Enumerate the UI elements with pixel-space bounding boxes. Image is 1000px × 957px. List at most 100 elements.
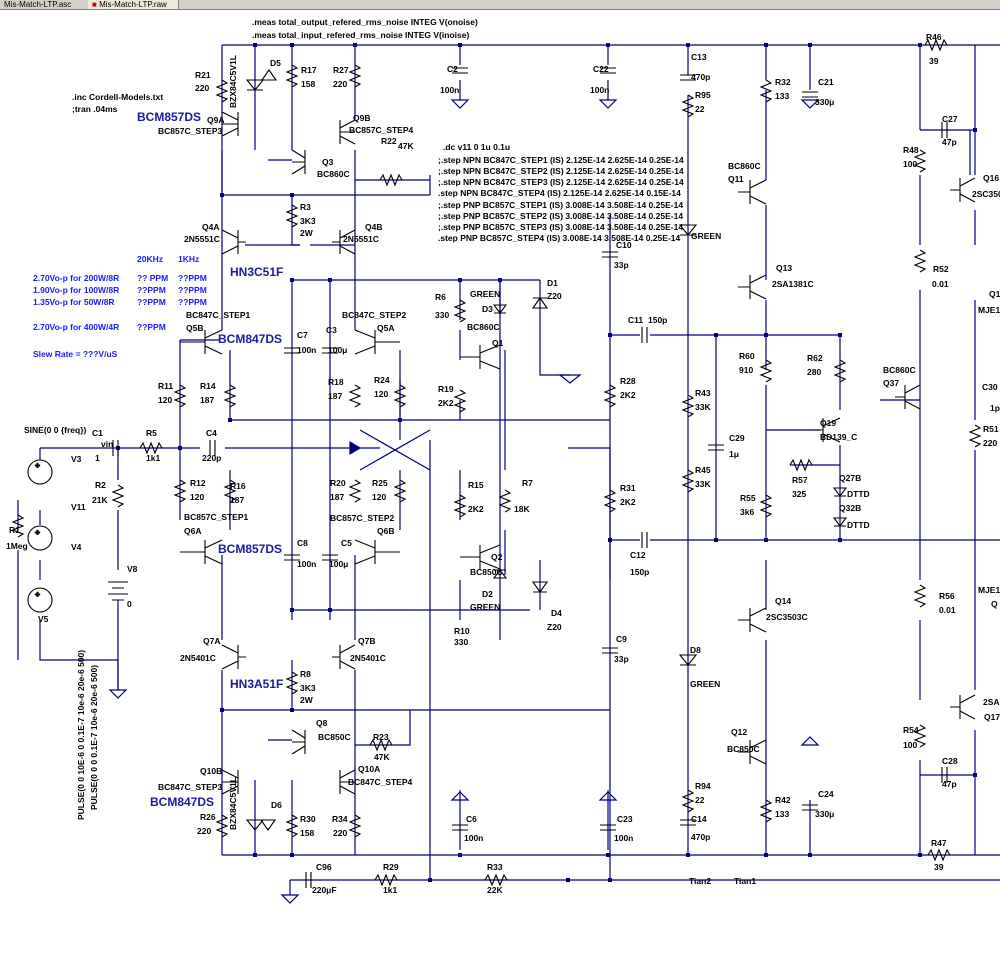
component-label-c28v: 47p <box>942 779 957 789</box>
component-label-r54v: 100 <box>903 740 917 750</box>
component-label-green3: GREEN <box>470 602 500 612</box>
component-label-c9v: 33p <box>614 654 629 664</box>
component-label-r10: R10 <box>454 626 470 636</box>
component-label-r12: R12 <box>190 478 206 488</box>
component-label-r11: R11 <box>158 381 173 391</box>
component-label-c27: C27 <box>942 114 958 124</box>
component-label-r20: R20 <box>330 478 346 488</box>
component-label-q13m: 2SA1381C <box>772 279 814 289</box>
component-label-r45v: 33K <box>695 479 711 489</box>
component-label-c6v: 100n <box>464 833 483 843</box>
pulse-source-2-label: PULSE(0 0 0 0.1E-7 10e-6 20e-6 500) <box>89 665 99 810</box>
voltage-sources: + + + <box>27 459 128 613</box>
component-label-c1: C1 <box>92 428 103 438</box>
hn3c51f-label: HN3C51F <box>230 265 283 279</box>
ppm-row-b: ??PPM <box>178 297 207 307</box>
component-label-r34v: 220 <box>333 828 347 838</box>
bcm857ds-mid-label: BCM857DS <box>218 542 282 556</box>
component-label-z20a: Z20 <box>547 291 562 301</box>
component-label-c27v: 47p <box>942 137 957 147</box>
component-label-q6b: Q6B <box>377 526 394 536</box>
component-label-r14: R14 <box>200 381 216 391</box>
component-label-r25: R25 <box>372 478 388 488</box>
component-label-q7b: Q7B <box>358 636 375 646</box>
component-label-r28v: 2K2 <box>620 390 636 400</box>
step-pnp-3: ;.step PNP BC857C_STEP3 (IS) 3.008E-14 3… <box>438 222 683 232</box>
component-label-z20b: Z20 <box>547 622 562 632</box>
component-label-bc860c_q37: BC860C <box>883 365 916 375</box>
component-label-q16: Q16 <box>983 173 999 183</box>
component-label-c22: C22 <box>593 64 609 74</box>
component-label-dttd1: DTTD <box>847 489 870 499</box>
component-label-r42v: 133 <box>775 809 789 819</box>
component-label-c21: C21 <box>818 77 834 87</box>
component-label-bc860c_q11: BC860C <box>728 161 761 171</box>
component-label-r33: R33 <box>487 862 503 872</box>
component-label-bzx2: BZX84C5V1L <box>228 777 238 830</box>
component-label-r43v: 33K <box>695 402 711 412</box>
component-label-v4: V4 <box>71 542 82 552</box>
component-label-r14v: 187 <box>200 395 214 405</box>
component-label-q7bm: 2N5401C <box>350 653 386 663</box>
svg-text:+: + <box>35 527 40 537</box>
component-label-q8m: BC850C <box>318 732 351 742</box>
component-label-v8v: 0 <box>127 599 132 609</box>
component-label-d8: D8 <box>690 645 701 655</box>
ppm-header-1khz: 1KHz <box>178 254 199 264</box>
component-label-c3: C3 <box>326 325 337 335</box>
component-label-r8v: 3K3 <box>300 683 316 693</box>
component-label-c5v: 100μ <box>329 559 348 569</box>
part-package-labels: BCM857DS HN3C51F BCM847DS BCM857DS HN3A5… <box>137 110 283 809</box>
component-label-c12: C12 <box>630 550 646 560</box>
component-label-r52: R52 <box>933 264 949 274</box>
component-label-bc847s4: BC847C_STEP4 <box>348 777 413 787</box>
component-label-c5: C5 <box>341 538 352 548</box>
svg-text:+: + <box>35 589 40 599</box>
component-label-q4bm: 2N5551C <box>343 234 379 244</box>
ppm-row-a: ?? PPM <box>137 273 168 283</box>
component-label-bc857s4: BC857C_STEP4 <box>349 125 414 135</box>
component-label-c11: C11 <box>628 315 643 325</box>
component-label-bc857s3: BC857C_STEP3 <box>158 126 223 136</box>
step-pnp-1: ;.step PNP BC857C_STEP1 (IS) 3.008E-14 3… <box>438 200 683 210</box>
component-label-c23v: 100n <box>614 833 633 843</box>
component-label-r55v: 3k6 <box>740 507 754 517</box>
component-label-r18v: 187 <box>328 391 342 401</box>
component-label-q19m: BD139_C <box>820 432 857 442</box>
component-label-r2: R2 <box>95 480 106 490</box>
component-label-r51v: 220 <box>983 438 997 448</box>
component-label-c24v: 330μ <box>815 809 834 819</box>
component-label-r16: R16 <box>230 481 246 491</box>
ground-symbols <box>108 99 820 904</box>
component-label-c2: C2 <box>447 64 458 74</box>
component-label-r1: R1 <box>9 525 20 535</box>
component-label-bc847s1: BC847C_STEP1 <box>186 310 251 320</box>
component-label-r20v: 187 <box>330 492 344 502</box>
tab-label: Mis-Match-LTP.asc <box>4 0 72 9</box>
component-label-r57v: 325 <box>792 489 806 499</box>
component-label-r12v: 120 <box>190 492 204 502</box>
component-label-q8: Q8 <box>316 718 328 728</box>
tab-mis-match-ltp-raw[interactable]: ■ Mis-Match-LTP.raw <box>88 0 179 9</box>
component-label-c29v: 1μ <box>729 449 739 459</box>
component-label-d4: D4 <box>551 608 562 618</box>
component-label-r94v: 22 <box>695 795 705 805</box>
ppm-row-label: 1.90Vo-p for 100W/8R <box>33 285 119 295</box>
component-label-r3w: 2W <box>300 228 314 238</box>
component-label-d3: D3 <box>482 304 493 314</box>
component-label-r95: R95 <box>695 90 711 100</box>
tran-directive: ;tran .04ms <box>72 104 118 114</box>
component-label-q27b: Q27B <box>839 473 861 483</box>
component-label-c8: C8 <box>297 538 308 548</box>
component-label-v11: V11 <box>71 502 86 512</box>
component-label-r23v: 47K <box>374 752 390 762</box>
pulse-source-1-label: PULSE(0 0 10E-6 0 0.1E-7 10e-6 20e-6 500… <box>76 650 86 820</box>
ppm-row-b: ??PPM <box>178 273 207 283</box>
component-label-bc857s1: BC857C_STEP1 <box>184 512 249 522</box>
component-label-r46v: 39 <box>929 56 939 66</box>
component-label-mje1a: MJE1 <box>978 305 1000 315</box>
step-pnp-4: .step PNP BC857C_STEP4 (IS) 3.008E-14 3.… <box>438 233 680 243</box>
component-label-r48v: 100 <box>903 159 917 169</box>
